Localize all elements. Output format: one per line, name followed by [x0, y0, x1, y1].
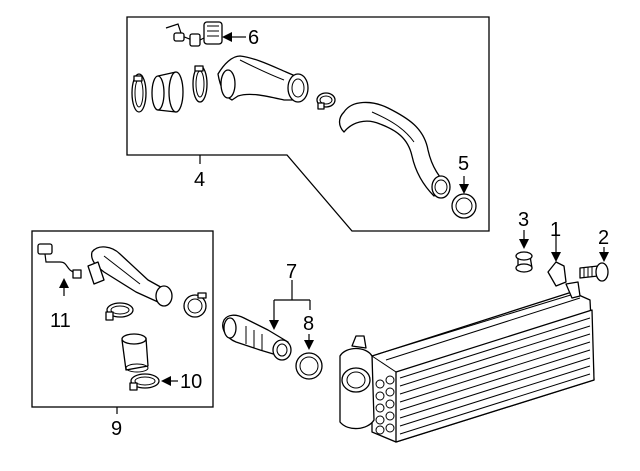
o-ring-part-5 [451, 193, 477, 219]
arrow-11 [59, 278, 69, 288]
clamp-upper-mid [192, 65, 208, 103]
clamp-part-10 [129, 373, 160, 391]
leader-line-7 [273, 280, 311, 322]
sensor-harness-part-6 [165, 21, 223, 47]
callout-3: 3 [518, 209, 529, 231]
callout-11: 11 [50, 310, 71, 332]
clamp-lower-box-right [183, 292, 207, 318]
arrow-3 [519, 239, 529, 249]
arrow-1 [551, 252, 561, 262]
sensor-harness-part-11 [37, 243, 82, 279]
group-box-upper [126, 16, 490, 232]
clamp-lower-box-left [105, 302, 134, 321]
intercooler-part-1 [339, 261, 595, 443]
intercooler-hose-middle [222, 314, 292, 361]
arrow-5 [459, 184, 469, 194]
arrow-7 [269, 320, 279, 330]
group-box-lower-left [31, 230, 214, 408]
callout-7: 7 [286, 261, 297, 283]
inlet-duct-lower [87, 246, 173, 307]
callout-1: 1 [550, 219, 561, 241]
callout-6: 6 [248, 27, 259, 49]
callout-10: 10 [180, 371, 202, 393]
arrow-2 [599, 252, 609, 262]
o-ring-part-8 [295, 352, 323, 380]
arrow-10 [161, 376, 171, 386]
callout-2: 2 [598, 227, 609, 249]
arrow-6 [222, 32, 232, 42]
callout-8: 8 [303, 313, 314, 335]
arrow-8 [304, 340, 314, 350]
callout-9: 9 [111, 418, 122, 440]
bolt-part-2 [579, 262, 609, 282]
clamp-upper-right [316, 92, 336, 110]
callout-5: 5 [458, 153, 469, 175]
outlet-duct-upper [217, 55, 309, 103]
clamp-upper-left [131, 73, 147, 113]
callout-4: 4 [194, 169, 205, 191]
coupler-sleeve-lower [121, 333, 149, 373]
intercooler-hose-upper [338, 101, 451, 199]
coupler-sleeve-upper [151, 71, 184, 113]
grommet-part-3 [515, 251, 533, 273]
